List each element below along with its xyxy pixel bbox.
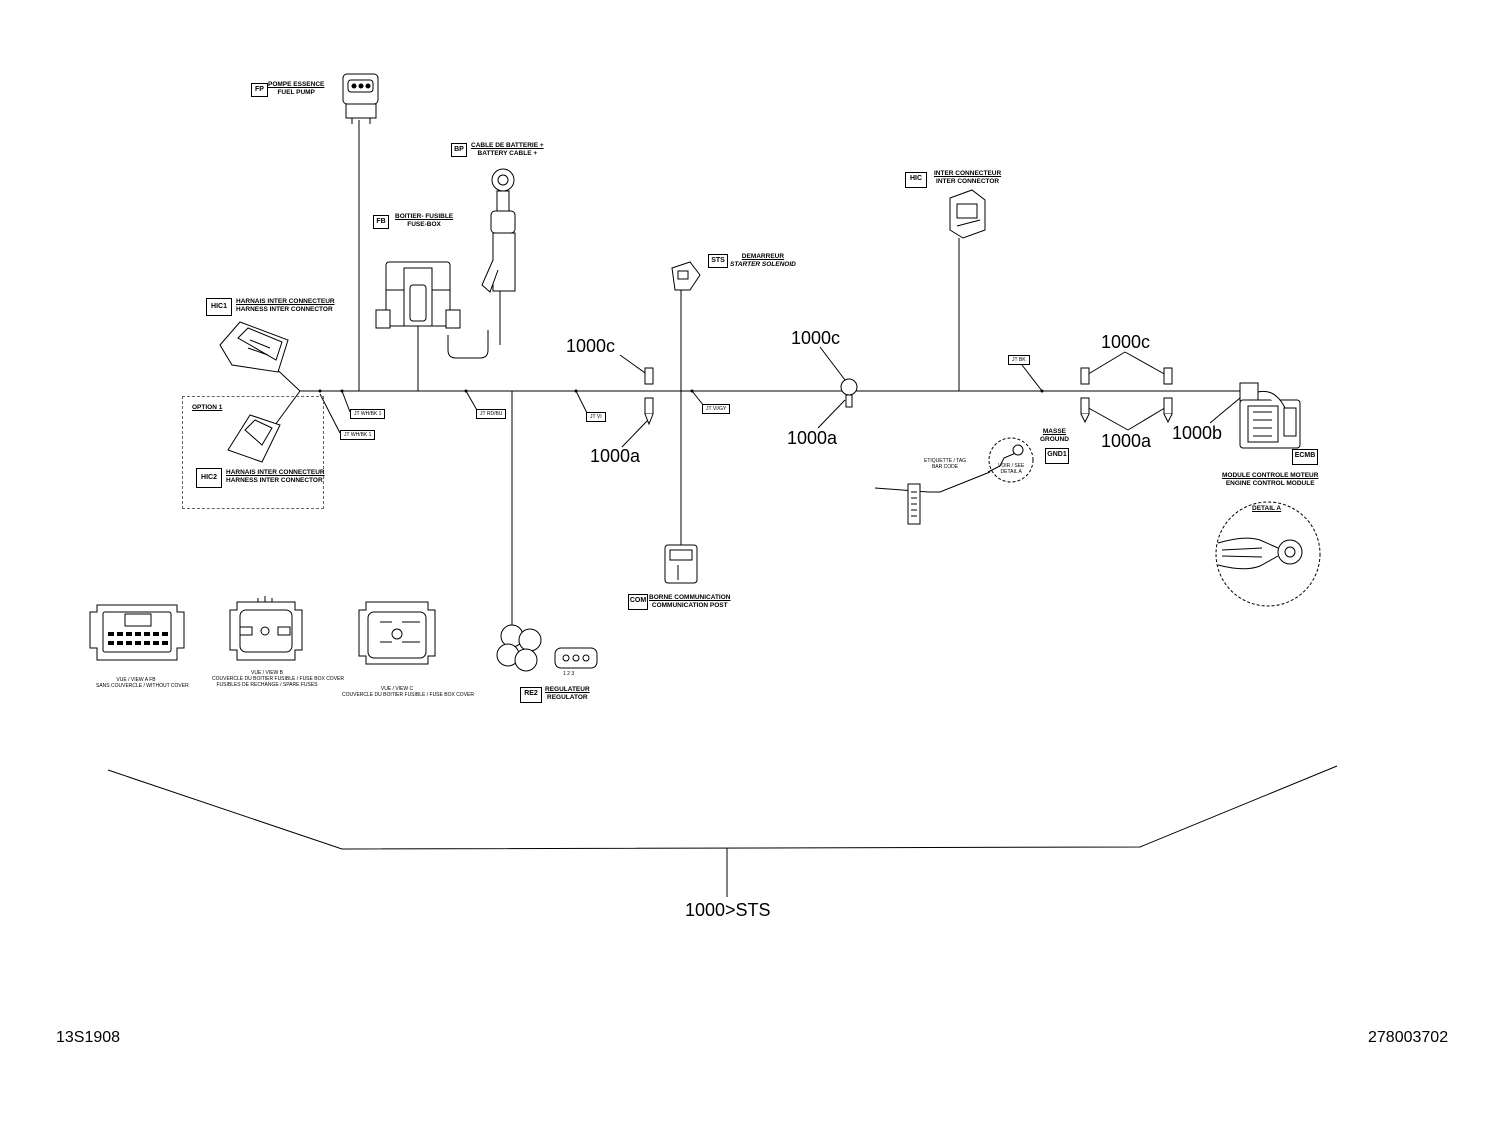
callout-1000a-2: 1000a <box>787 428 838 448</box>
tag-sts: STS <box>708 254 728 268</box>
junction-tag-6: JT BK <box>1008 355 1030 365</box>
drawing-code-left: 13S1908 <box>56 1029 121 1046</box>
harness-inter-connector-1 <box>219 321 289 373</box>
tag-hic2: HIC2 <box>196 468 222 488</box>
tag-gnd1: GND1 <box>1045 448 1069 464</box>
view-b-drawing <box>229 596 303 661</box>
tag-hic1: HIC1 <box>206 298 232 316</box>
junction-tag-4: JT VI <box>586 412 606 422</box>
tag-fb: FB <box>373 215 389 229</box>
barcode-tag <box>907 483 921 525</box>
callout-1000b: 1000b <box>1172 423 1223 443</box>
drawing-code-right: 278003702 <box>1368 1029 1449 1046</box>
starter-solenoid-connector <box>671 261 701 291</box>
tag-com: COM <box>628 594 648 610</box>
tag-fp: FP <box>251 83 268 97</box>
callout-1000a-1: 1000a <box>590 446 641 466</box>
regulator-pin-numbers: 1 2 3 <box>563 671 575 677</box>
junction-tag-3: JT RD/BU <box>476 409 507 419</box>
battery-cable-terminal <box>481 168 516 293</box>
tag-ecm: ECMB <box>1292 449 1318 465</box>
callout-1000a-3: 1000a <box>1101 431 1152 451</box>
harness-bracket <box>107 765 1338 850</box>
callout-1000c-3: 1000c <box>1101 332 1151 352</box>
tag-hic: HIC <box>905 172 927 188</box>
communication-post <box>664 544 698 584</box>
ecm-connector <box>1239 382 1301 449</box>
view-c-drawing <box>358 601 436 665</box>
harness-inter-connector-2 <box>227 414 281 463</box>
fuse-box <box>375 261 461 329</box>
view-a-drawing <box>89 604 185 661</box>
regulator-connector <box>496 624 598 672</box>
callout-1000c-2: 1000c <box>791 328 841 348</box>
junction-tag-5: JT VI/GY <box>702 404 731 414</box>
callout-1000c-1: 1000c <box>566 336 616 356</box>
detail-a-label: DETAIL A <box>1252 505 1282 512</box>
label-battery-cable: CABLE DE BATTERIE +BATTERY CABLE + <box>471 142 544 157</box>
junction-tag-1: JT WH/BK 1 <box>350 409 386 419</box>
option-1-box <box>182 396 324 509</box>
tag-re2: RE2 <box>520 687 542 703</box>
fuel-pump-connector <box>342 73 379 124</box>
junction-tag-2: JT WH/BK 1 <box>340 430 376 440</box>
option-1-label: OPTION 1 <box>192 404 223 411</box>
callout-main-harness: 1000>STS <box>685 900 771 920</box>
ground-detail-circle <box>987 437 1034 483</box>
tag-bp: BP <box>451 143 467 157</box>
detail-a-circle <box>1215 501 1321 607</box>
inter-connector <box>949 189 986 239</box>
